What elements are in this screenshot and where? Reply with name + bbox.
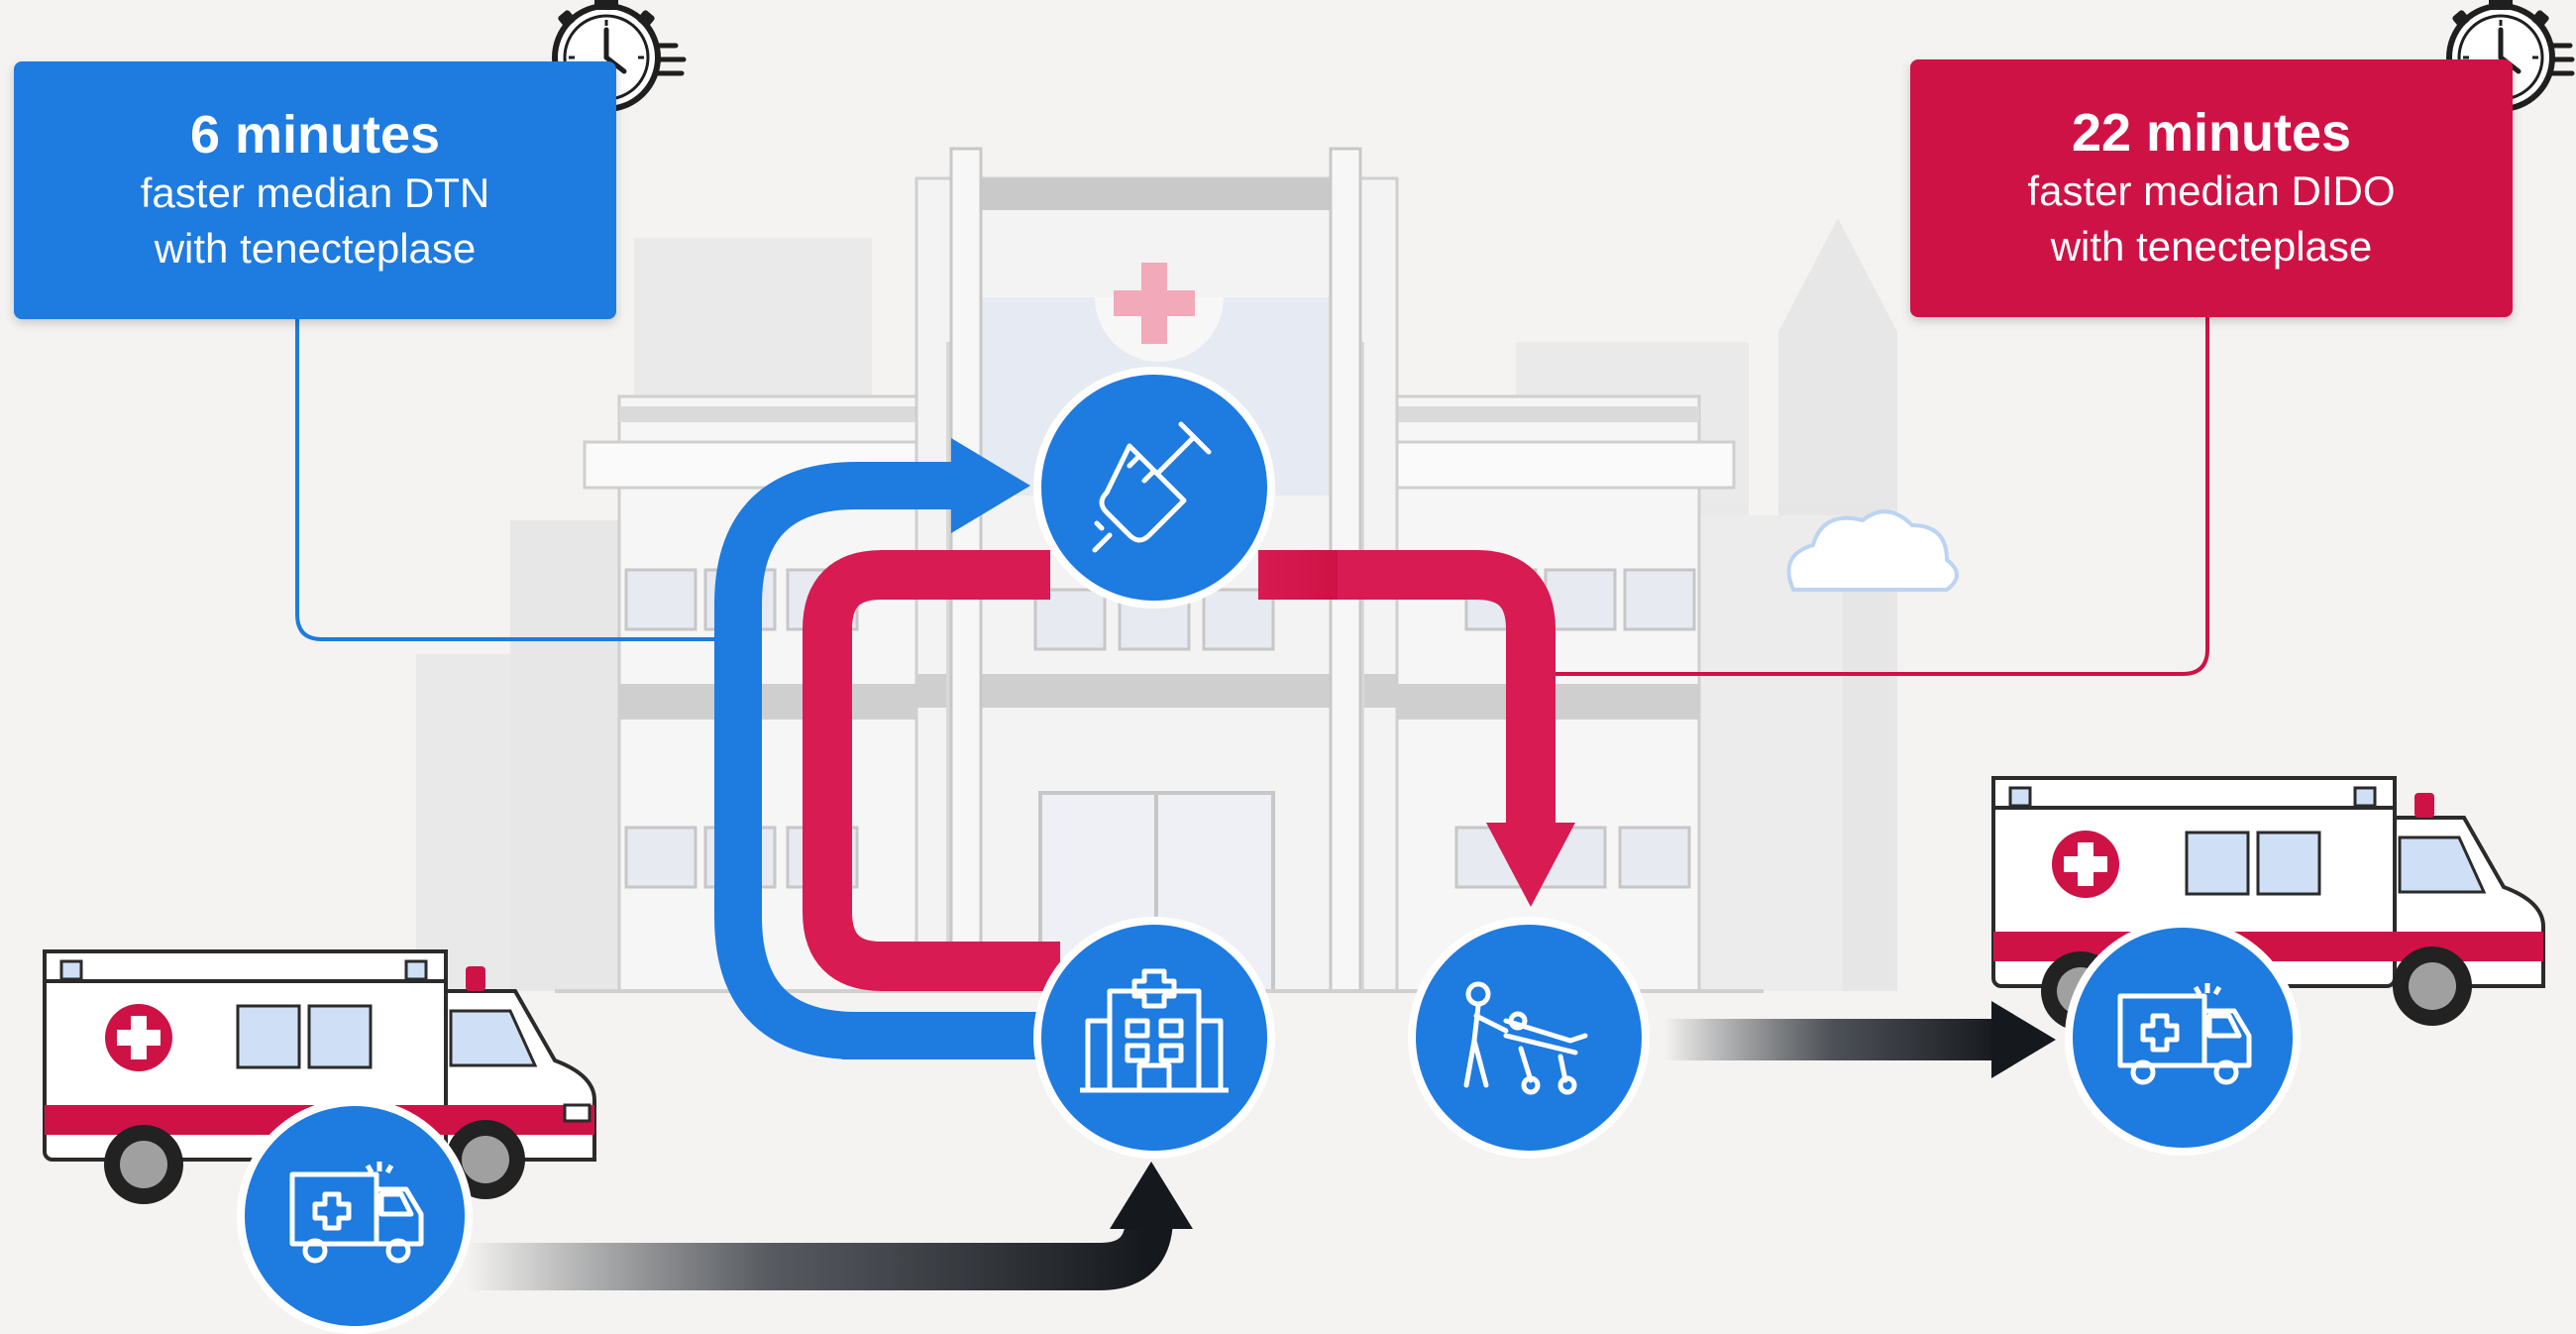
syringe-icon xyxy=(1092,421,1212,553)
dtn-value: 6 minutes xyxy=(189,105,441,165)
hospital-building xyxy=(555,147,1764,993)
transport-arrow-bottom xyxy=(466,1162,1193,1290)
dido-callout: 22 minutes faster median DIDO with tenec… xyxy=(1910,59,2513,317)
dtn-callout: 6 minutes faster median DTN with tenecte… xyxy=(14,61,616,319)
dido-line2: with tenecteplase xyxy=(2050,223,2373,270)
transfer-arrow-right xyxy=(1664,1001,2056,1078)
ambulance-icon xyxy=(289,1162,424,1264)
dtn-connector-line xyxy=(295,317,728,641)
hospital-icon xyxy=(1080,968,1229,1093)
syringe-node xyxy=(1033,367,1275,609)
ambulance-right xyxy=(1991,776,2545,1031)
dtn-line2: with tenecteplase xyxy=(154,225,477,272)
dido-loop-arrow xyxy=(803,550,1575,991)
dido-connector-line xyxy=(1546,317,2209,676)
ambulance-node-right xyxy=(2065,920,2301,1156)
hospital-node xyxy=(1033,917,1275,1159)
cloud-icon xyxy=(1786,509,1959,592)
dido-value: 22 minutes xyxy=(2071,103,2352,163)
dtn-line1: faster median DTN xyxy=(140,169,490,216)
stretcher-icon xyxy=(1463,981,1588,1095)
ambulance-transfer-icon xyxy=(2117,983,2252,1085)
ambulance-node-left xyxy=(237,1098,473,1334)
stretcher-node xyxy=(1408,917,1650,1159)
ambulance-left xyxy=(43,949,596,1204)
dido-line1: faster median DIDO xyxy=(2027,167,2396,214)
dtn-loop-arrow xyxy=(714,438,1040,1059)
